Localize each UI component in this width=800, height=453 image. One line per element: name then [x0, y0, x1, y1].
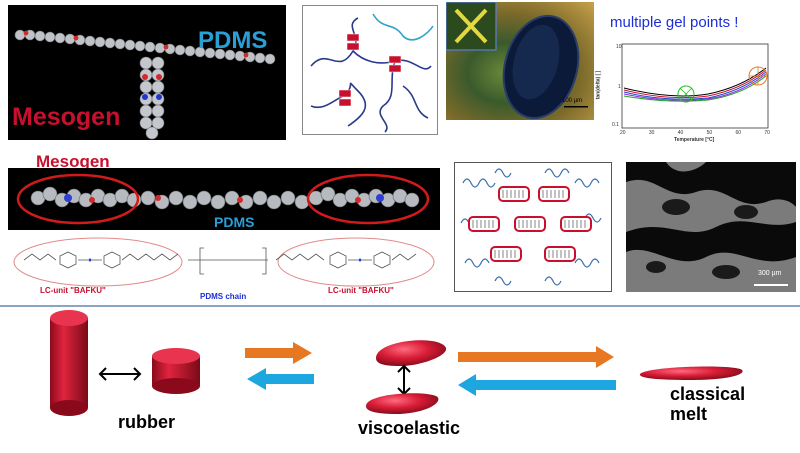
y-tick-10: 10 — [616, 44, 622, 50]
pdms-chain-label: PDMS chain — [200, 292, 247, 301]
rubber-label: rubber — [118, 412, 176, 432]
viscoelastic-label: viscoelastic — [358, 418, 461, 438]
lc-unit-left-label: LC-unit "BAFKU" — [40, 286, 106, 295]
tan-delta-chart-panel: multiple gel points ! 10 1 0.1 tan(delta… — [595, 4, 794, 144]
forward-arrow-2 — [458, 346, 614, 368]
x-tick: 50 — [706, 130, 713, 136]
phase-transition-svg — [50, 310, 743, 416]
forward-arrow-1 — [245, 342, 312, 364]
tan-delta-plot-svg: 10 1 0.1 — [612, 43, 769, 129]
x-tick: 20 — [620, 130, 626, 136]
classical-melt-label: classical melt — [670, 384, 745, 424]
pdms-label-row2: PDMS — [214, 214, 255, 230]
smectic-schematic-panel — [454, 162, 612, 292]
x-tick: 70 — [764, 130, 770, 136]
melt-label-line2: melt — [670, 404, 708, 424]
gel-points-title: multiple gel points ! — [610, 14, 739, 31]
structural-formula: LC-unit "BAFKU" PDMS chain LC-unit "BAFK… — [8, 234, 440, 302]
mesogen-label-row2: Mesogen — [36, 152, 110, 171]
texture-scale-label: 300 µm — [758, 270, 782, 277]
viscoelastic-disc-bottom — [366, 393, 439, 414]
tall-cylinder-top — [50, 310, 88, 326]
mesogen-label: Mesogen — [12, 103, 121, 131]
x-tick: 40 — [677, 130, 684, 136]
section-divider — [0, 305, 800, 307]
tall-cylinder-bottom — [50, 400, 88, 416]
short-cylinder-bottom — [152, 378, 200, 394]
micrograph-scale-label: 100 µm — [562, 98, 583, 104]
x-ticks: 20 30 40 50 60 70 — [620, 130, 770, 136]
melt-disc — [639, 366, 743, 380]
back-arrow-1 — [247, 368, 314, 390]
x-tick: 60 — [735, 130, 742, 136]
viscoelastic-double-arrow — [397, 364, 411, 396]
rubber-double-arrow — [98, 367, 142, 381]
smectic-schematic-svg — [460, 168, 602, 286]
pdms-label: PDMS — [198, 27, 268, 54]
y-axis-label: tan(delta) [ ] — [595, 70, 602, 100]
texture-micrograph-panel: 300 µm — [626, 162, 796, 292]
viscoelastic-disc-top — [376, 340, 447, 366]
dimer-molecule-svg — [16, 173, 430, 225]
y-tick-0.1: 0.1 — [612, 122, 619, 128]
micrograph-panel: 100 µm — [445, 1, 594, 120]
tall-cylinder — [50, 318, 88, 408]
back-arrow-2 — [458, 374, 616, 396]
y-tick-1: 1 — [618, 84, 621, 90]
x-axis-label: Temperature [°C] — [674, 137, 715, 143]
melt-label-line1: classical — [670, 384, 746, 404]
structural-formula-svg — [13, 237, 435, 287]
network-schematic-panel — [302, 5, 438, 135]
dimer-molecule-panel: PDMS — [8, 168, 440, 230]
molecule-render-svg — [14, 29, 276, 140]
molecule-render-panel: PDMS Mesogen — [8, 5, 286, 140]
micrograph-svg — [445, 1, 588, 120]
network-schematic-svg — [310, 13, 434, 133]
phase-diagram-row: rubber viscoelastic classical melt — [0, 310, 800, 448]
lc-unit-right-label: LC-unit "BAFKU" — [328, 286, 394, 295]
x-tick: 30 — [648, 130, 655, 136]
texture-micrograph-svg — [626, 162, 796, 292]
short-cylinder-top — [152, 348, 200, 364]
